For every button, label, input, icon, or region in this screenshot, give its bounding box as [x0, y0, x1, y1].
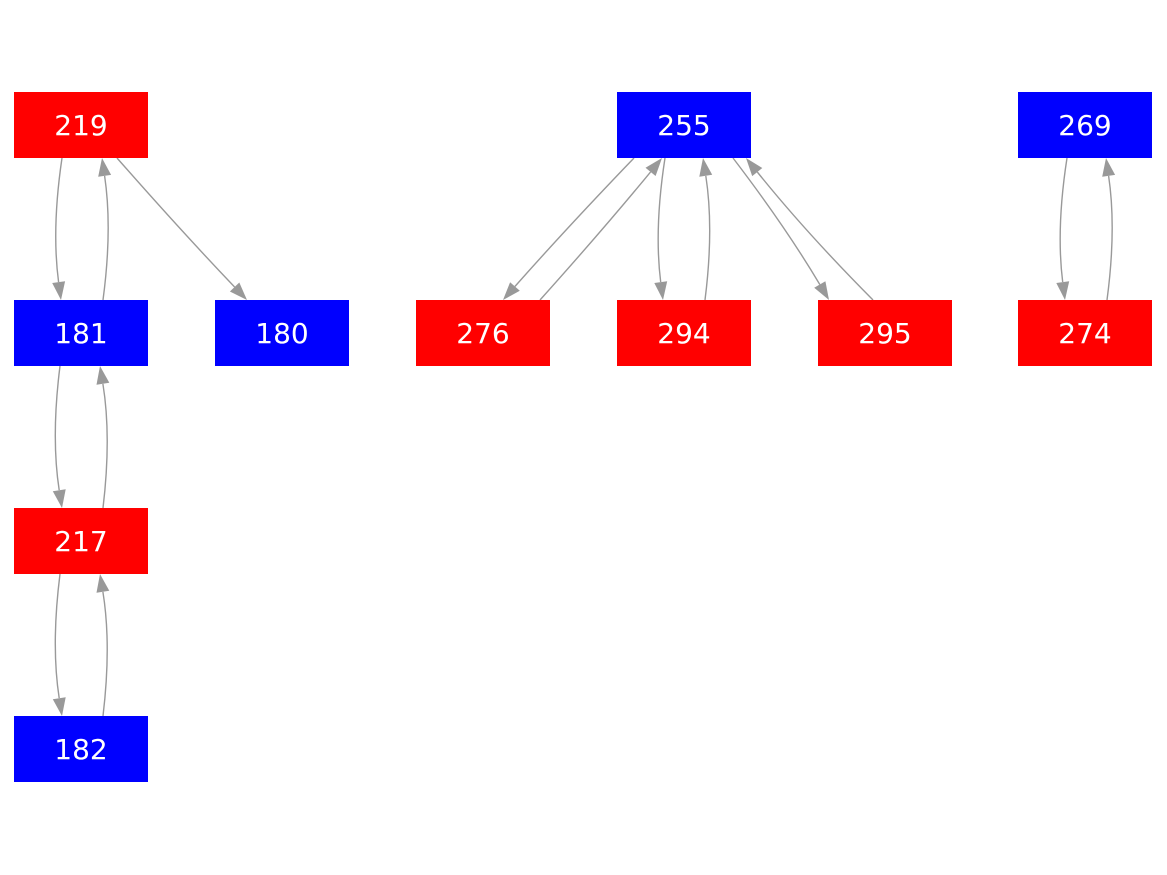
node-label: 274 [1058, 317, 1111, 350]
arrowhead-icon [96, 366, 110, 385]
edge-181-to-219 [102, 175, 109, 301]
arrowhead-icon [699, 158, 713, 177]
node-label: 181 [54, 317, 107, 350]
edge-217-to-181 [102, 383, 108, 509]
node-274: 274 [1018, 300, 1152, 366]
node-box [14, 508, 148, 574]
edge-294-to-255 [704, 175, 711, 301]
node-255: 255 [617, 92, 751, 158]
node-label: 255 [657, 109, 710, 142]
arrowhead-icon [229, 282, 247, 300]
node-box [818, 300, 952, 366]
node-180: 180 [215, 300, 349, 366]
node-276: 276 [416, 300, 550, 366]
arrowhead-icon [52, 489, 66, 508]
node-295: 295 [818, 300, 952, 366]
edge-255-to-276 [514, 157, 635, 287]
arrowhead-icon [98, 158, 112, 177]
node-181: 181 [14, 300, 148, 366]
node-box [14, 300, 148, 366]
arrowhead-icon [52, 697, 66, 716]
node-label: 269 [1058, 109, 1111, 142]
node-box [1018, 300, 1152, 366]
edge-255-to-295 [732, 157, 821, 285]
node-box [215, 300, 349, 366]
edge-255-to-294 [657, 157, 666, 283]
node-269: 269 [1018, 92, 1152, 158]
edge-219-to-181 [55, 157, 63, 283]
edge-217-to-182 [54, 573, 61, 699]
node-label: 295 [858, 317, 911, 350]
node-box [1018, 92, 1152, 158]
arrowhead-icon [503, 282, 520, 300]
node-box [14, 716, 148, 782]
node-label: 182 [54, 733, 107, 766]
arrowhead-icon [654, 281, 668, 300]
edge-269-to-274 [1059, 157, 1068, 283]
node-label: 180 [255, 317, 308, 350]
arrowhead-icon [814, 281, 829, 300]
node-182: 182 [14, 716, 148, 782]
edge-274-to-269 [1106, 175, 1113, 301]
node-box [416, 300, 550, 366]
arrowhead-icon [96, 574, 110, 593]
arrowhead-icon [746, 158, 763, 177]
node-217: 217 [14, 508, 148, 574]
node-box [617, 300, 751, 366]
edge-276-to-255 [539, 171, 652, 301]
node-219: 219 [14, 92, 148, 158]
edge-182-to-217 [102, 591, 108, 717]
arrowhead-icon [1102, 158, 1116, 177]
arrowhead-icon [1056, 281, 1070, 300]
arrowhead-icon [645, 158, 662, 176]
edge-219-to-180 [116, 157, 236, 288]
node-label: 294 [657, 317, 710, 350]
node-box [617, 92, 751, 158]
node-label: 217 [54, 525, 107, 558]
edge-181-to-217 [54, 365, 61, 491]
arrowhead-icon [52, 281, 66, 300]
node-294: 294 [617, 300, 751, 366]
node-label: 219 [54, 109, 107, 142]
edge-295-to-255 [756, 171, 874, 301]
node-box [14, 92, 148, 158]
node-label: 276 [456, 317, 509, 350]
